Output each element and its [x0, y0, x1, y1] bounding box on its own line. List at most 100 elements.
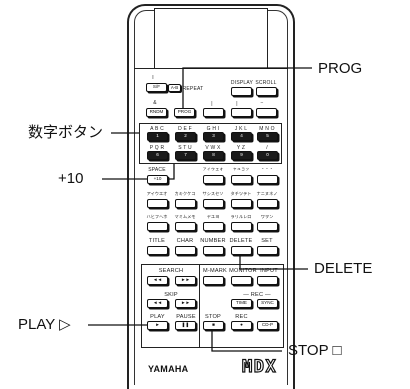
scroll-button[interactable] — [256, 87, 277, 96]
kana-label-wa: ワヲン — [260, 214, 274, 219]
digit-3-button[interactable]: 3 — [203, 132, 224, 141]
repeat-label: REPEAT — [182, 86, 204, 92]
title-label: TITLE — [148, 238, 166, 244]
prog-callout: PROG — [318, 60, 363, 77]
kana-label-a: アイウエオ — [146, 191, 168, 196]
ir-window — [154, 8, 268, 68]
digit-4-button[interactable]: 4 — [231, 132, 252, 141]
kana-a-button[interactable] — [147, 199, 168, 208]
label-pqr: P Q R — [149, 145, 165, 151]
rec-label: REC — [235, 314, 248, 320]
digit-9-button[interactable]: 9 — [231, 151, 252, 160]
kana-ya-button[interactable] — [203, 222, 224, 231]
kana-label-na: ナニヌネノ — [256, 191, 278, 196]
kana-sa-button[interactable] — [203, 199, 224, 208]
kana-ra-button[interactable] — [231, 222, 252, 231]
play-label: PLAY — [150, 314, 165, 320]
label-jkl: J K L — [234, 126, 248, 132]
sync-button[interactable]: SYNC — [257, 299, 278, 308]
plus10-button[interactable]: +10 — [147, 175, 168, 184]
digit-2-button[interactable]: 2 — [175, 132, 196, 141]
monitor-label: MONITOR — [229, 268, 257, 274]
kana-small-button-3[interactable] — [257, 175, 278, 184]
sf-button[interactable]: S/F — [146, 83, 167, 92]
kana-ka-button[interactable] — [175, 199, 196, 208]
skip-label: SKIP — [164, 292, 178, 298]
plus10-to-box-line — [168, 164, 175, 180]
blank-button-3[interactable] — [256, 108, 277, 117]
stop-button[interactable]: ■ — [203, 321, 224, 330]
pause-label: PAUSE — [176, 314, 196, 320]
display-button[interactable] — [231, 87, 252, 96]
play-button[interactable]: ► — [147, 321, 168, 330]
number-label: NUMBER — [200, 238, 226, 244]
rec-group-label: — REC — — [243, 292, 271, 298]
kana-small-3: ・・・ — [260, 166, 274, 171]
rec-button[interactable]: ● — [231, 321, 252, 330]
digit-0-button[interactable]: 0 — [257, 151, 278, 160]
kana-label-ka: カキクケコ — [174, 191, 196, 196]
prog-callout-line — [182, 67, 312, 108]
sf-label: I — [152, 75, 154, 81]
input-button[interactable] — [257, 276, 278, 285]
label-ghi: G H I — [206, 126, 220, 132]
play-callout: PLAY ▷ — [18, 316, 71, 333]
label-slash: / — [266, 145, 268, 151]
blank-button-2[interactable] — [231, 108, 252, 117]
plus10-callout: +10 — [58, 170, 84, 187]
kana-label-ha: ハヒフヘホ — [146, 214, 168, 219]
delete-button[interactable] — [231, 246, 252, 255]
search-ff-button[interactable]: ►► — [175, 276, 196, 285]
rndm-label: & — [153, 100, 157, 106]
delete-callout-line — [239, 255, 308, 270]
cdp-button[interactable]: CD-P — [257, 321, 278, 330]
skip-forward-button[interactable]: ►► — [175, 299, 196, 308]
time-button[interactable]: TIME — [231, 299, 252, 308]
kana-ha-button[interactable] — [147, 222, 168, 231]
set-button[interactable] — [257, 246, 278, 255]
sep-label-1: | — [211, 101, 213, 107]
kana-wa-button[interactable] — [257, 222, 278, 231]
md-section-box — [200, 264, 284, 348]
stop-label: STOP — [205, 314, 221, 320]
label-stu: S T U — [178, 145, 192, 151]
mmark-button[interactable] — [203, 276, 224, 285]
space-label: SPACE — [148, 167, 166, 173]
rndm-button[interactable]: RNDM — [146, 108, 167, 117]
stop-callout-line — [211, 330, 282, 352]
kana-label-ya: ヤユヨ — [206, 214, 220, 219]
digit-1-button[interactable]: 1 — [147, 132, 168, 141]
digit-7-button[interactable]: 7 — [175, 151, 196, 160]
search-rew-button[interactable]: ◄◄ — [147, 276, 168, 285]
delete-callout: DELETE — [314, 260, 373, 277]
monitor-button[interactable] — [231, 276, 252, 285]
input-label: INPUT — [260, 268, 278, 274]
kana-na-button[interactable] — [257, 199, 278, 208]
skip-back-button[interactable]: ◄◄ — [147, 299, 168, 308]
set-label: SET — [261, 238, 273, 244]
label-abc: A B C — [150, 126, 164, 132]
kana-label-ra: ラリルレロ — [230, 214, 252, 219]
digit-8-button[interactable]: 8 — [203, 151, 224, 160]
title-button[interactable] — [147, 246, 168, 255]
pause-button[interactable]: ❚❚ — [175, 321, 196, 330]
delete-label: DELETE — [229, 238, 253, 244]
ab-button[interactable]: A-B — [168, 84, 181, 92]
kana-small-button-1[interactable] — [203, 175, 224, 184]
kana-label-ta: タチツテト — [230, 191, 252, 196]
label-yz: Y Z — [236, 145, 246, 151]
blank-button-1[interactable] — [203, 108, 224, 117]
digit-5-button[interactable]: 5 — [257, 132, 278, 141]
sep-label-2: | — [236, 101, 238, 107]
kana-label-sa: サシスセソ — [202, 191, 224, 196]
prog-button[interactable]: PROG — [174, 108, 195, 117]
stop-callout: STOP □ — [288, 342, 342, 359]
digit-6-button[interactable]: 6 — [147, 151, 168, 160]
number-button[interactable] — [203, 246, 224, 255]
kana-ma-button[interactable] — [175, 222, 196, 231]
kana-small-button-2[interactable] — [231, 175, 252, 184]
kana-ta-button[interactable] — [231, 199, 252, 208]
char-button[interactable] — [175, 246, 196, 255]
